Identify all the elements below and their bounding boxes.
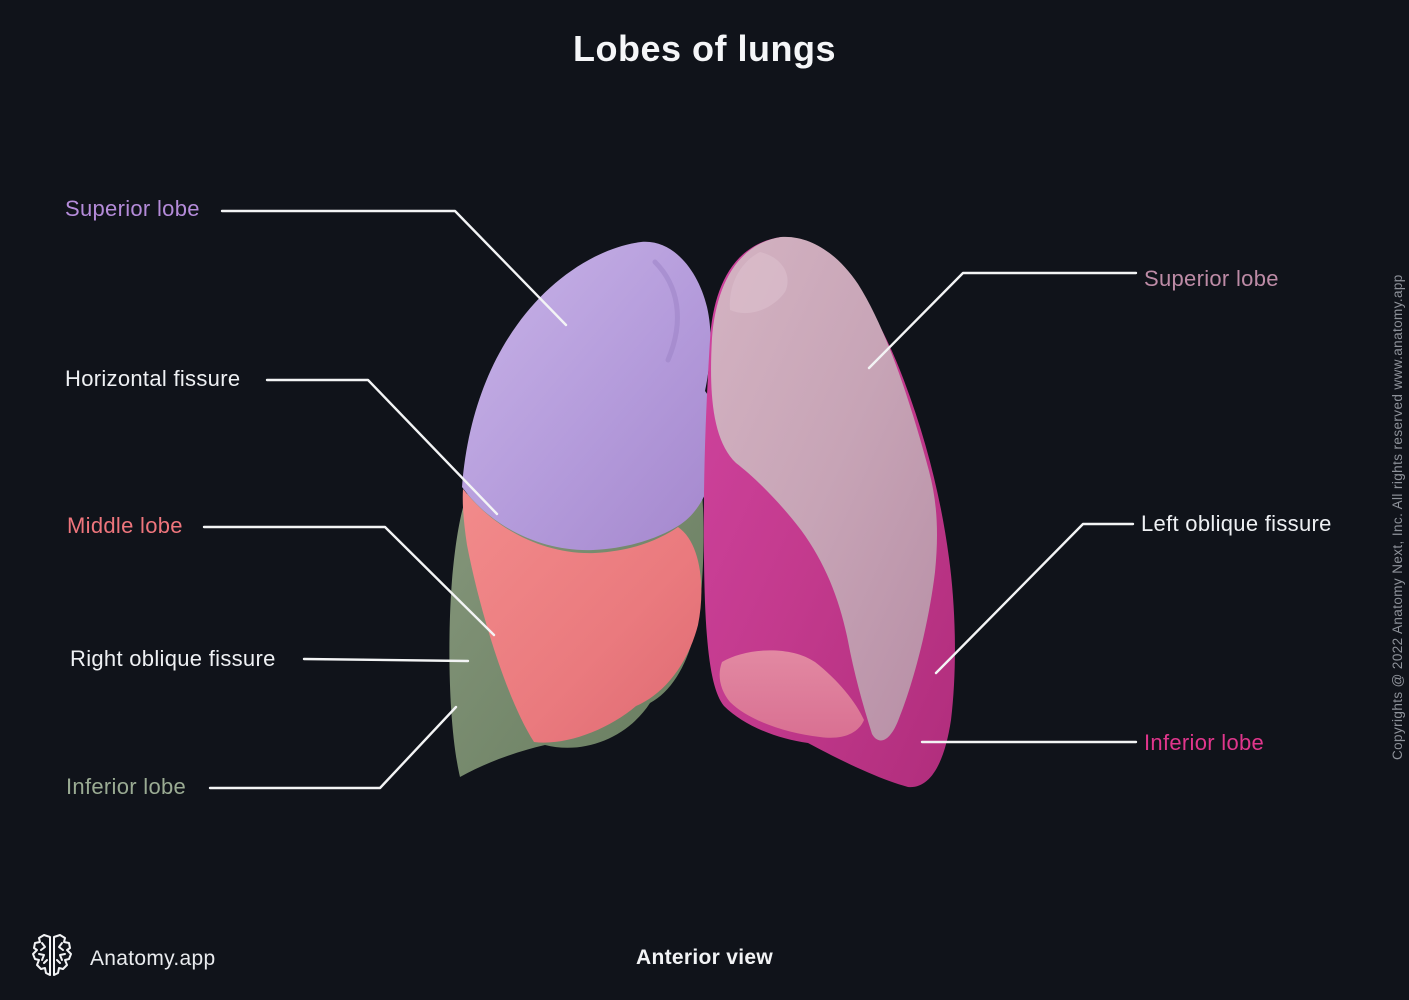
leader-left-oblique-fissure bbox=[934, 522, 1135, 675]
leader-middle-lobe bbox=[202, 525, 496, 637]
label-superior-lobe-right-lung: Superior lobe bbox=[65, 196, 200, 221]
label-inferior-lobe-right-lung: Inferior lobe bbox=[66, 774, 187, 799]
brand-lockup: Anatomy.app bbox=[28, 932, 216, 985]
leader-superior-lobe-left-lung bbox=[867, 271, 1138, 370]
leader-right-oblique-fissure bbox=[302, 657, 470, 663]
label-right-oblique-fissure: Right oblique fissure bbox=[70, 646, 276, 671]
view-caption: Anterior view bbox=[636, 946, 773, 969]
right-lung-middle-lobe-shape bbox=[462, 489, 702, 743]
copyright-text: Copyrights @ 2022 Anatomy Next, Inc. All… bbox=[1390, 274, 1405, 761]
label-inferior-lobe-left-lung: Inferior lobe bbox=[1144, 730, 1265, 755]
leader-horizontal-fissure bbox=[265, 378, 499, 516]
leader-superior-lobe-right-lung bbox=[220, 209, 568, 327]
right-lung-superior-lobe-shape bbox=[462, 241, 717, 551]
brand-name: Anatomy.app bbox=[90, 946, 216, 970]
left-lung-superior-lobe-shape bbox=[711, 236, 937, 741]
left-lung-base-surface-shape bbox=[719, 650, 864, 738]
page-title: Lobes of lungs bbox=[573, 28, 836, 69]
label-superior-lobe-left-lung: Superior lobe bbox=[1144, 266, 1279, 291]
leader-lines bbox=[202, 209, 1138, 790]
brain-icon bbox=[28, 932, 76, 985]
right-lung-apex-crease bbox=[652, 259, 680, 363]
left-lung-apex-highlight bbox=[729, 252, 788, 314]
label-left-oblique-fissure: Left oblique fissure bbox=[1141, 511, 1332, 536]
label-horizontal-fissure: Horizontal fissure bbox=[65, 366, 241, 391]
left-lung bbox=[703, 236, 955, 788]
right-lung bbox=[449, 241, 717, 777]
label-middle-lobe: Middle lobe bbox=[67, 513, 183, 538]
leader-inferior-lobe-right-lung bbox=[208, 705, 458, 790]
